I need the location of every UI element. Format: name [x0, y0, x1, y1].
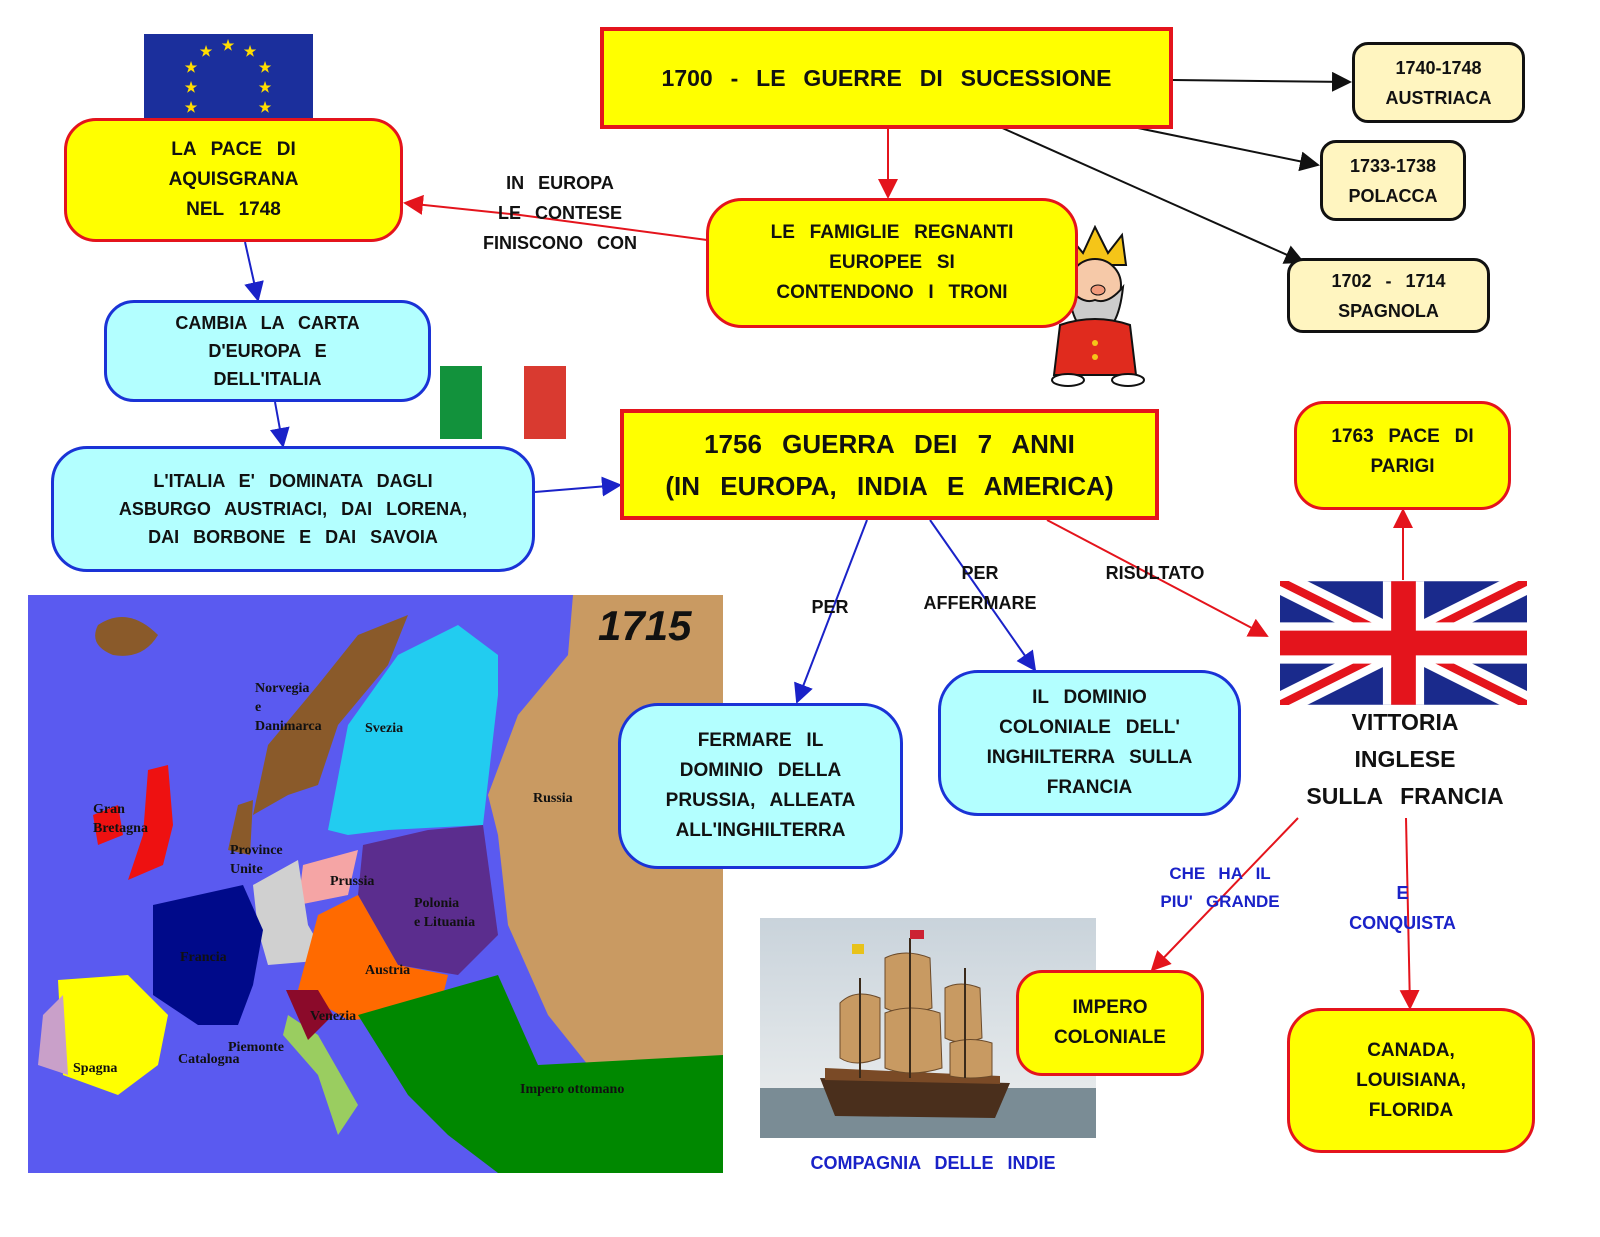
region-portugal	[38, 995, 68, 1075]
map-label: Province	[230, 843, 283, 858]
arrow-to-polacca	[1132, 126, 1320, 172]
arrow-to-cambia	[244, 241, 264, 302]
region-ottoman	[358, 975, 723, 1173]
map-label: e Lituania	[414, 915, 475, 930]
region-sweden	[328, 625, 498, 835]
cambia-carta-box: CAMBIA LA CARTA D'EUROPA E DELL'ITALIA	[104, 300, 431, 402]
map-label: Gran	[93, 802, 125, 817]
region-denmark	[228, 800, 253, 855]
map-label: Francia	[180, 950, 227, 965]
svg-text:★: ★	[222, 37, 235, 53]
link-risultato: RISULTATO	[1105, 563, 1205, 583]
pace-parigi-box: 1763 PACE DI PARIGI	[1294, 401, 1511, 510]
war-name: POLACCA	[1348, 185, 1438, 206]
eu-flag: ★★★★★ ★★★★	[144, 34, 313, 118]
region-norway	[253, 615, 408, 815]
italia-dominata-box: L'ITALIA E' DOMINATA DAGLI ASBURGO AUSTR…	[51, 446, 535, 572]
map-year: 1715	[598, 602, 692, 649]
war-years: 1733-1738	[1349, 155, 1437, 176]
region-iceland	[95, 617, 158, 656]
svg-text:★: ★	[259, 99, 272, 115]
region-france	[153, 885, 263, 1025]
region-uk	[128, 765, 173, 880]
arrow-to-impero	[1150, 817, 1299, 972]
region-venezia	[286, 990, 333, 1040]
link-piu-grande: CHE HA IL PIU' GRANDE	[1160, 864, 1280, 911]
dominio-box: IL DOMINIO COLONIALE DELL' INGHILTERRA S…	[938, 670, 1241, 816]
war-years: 1702 - 1714	[1331, 270, 1446, 291]
italy-flag	[440, 366, 566, 439]
arrow-to-fermare	[794, 519, 868, 704]
title-box-guerre-successione: 1700 - LE GUERRE DI SUCESSIONE	[600, 27, 1173, 129]
arrow-to-sette-anni	[534, 476, 622, 497]
map-label: Impero ottomano	[520, 1082, 624, 1097]
svg-text:★: ★	[200, 43, 213, 59]
region-spain	[58, 975, 168, 1095]
vittoria-inglese: VITTORIA INGLESE SULLA FRANCIA	[1306, 709, 1504, 809]
king-illustration	[1051, 225, 1145, 387]
region-italy	[283, 1015, 358, 1135]
svg-text:★: ★	[185, 99, 198, 115]
region-hre	[253, 860, 328, 965]
map-label: Catalogna	[178, 1052, 239, 1067]
arrow-to-dominio	[929, 519, 1037, 672]
svg-text:★: ★	[259, 79, 272, 95]
svg-text:★: ★	[185, 79, 198, 95]
link-conquista: E CONQUISTA	[1349, 883, 1456, 933]
map-label: Bretagna	[93, 821, 148, 836]
map-label: Prussia	[330, 874, 374, 889]
uk-flag	[1280, 581, 1527, 705]
link-per: PER	[811, 597, 849, 617]
map-label: Austria	[365, 963, 410, 978]
map-label: Piemonte	[228, 1040, 284, 1055]
map-label: Danimarca	[255, 719, 322, 734]
war-name: AUSTRIACA	[1385, 87, 1492, 108]
impero-coloniale-box: IMPERO COLONIALE	[1016, 970, 1204, 1076]
region-ireland	[93, 805, 123, 845]
war-years: 1740-1748	[1395, 57, 1482, 78]
link-contese: IN EUROPA LE CONTESE FINISCONO CON	[482, 173, 637, 253]
map-label: Spagna	[73, 1061, 117, 1076]
svg-text:★: ★	[185, 59, 198, 75]
link-per-affermare: PER AFFERMARE	[923, 563, 1037, 613]
region-prussia	[298, 850, 358, 905]
map-label: Russia	[533, 791, 573, 806]
map-label: Polonia	[414, 896, 459, 911]
region-austria	[298, 895, 448, 1020]
canada-box: CANADA, LOUISIANA, FLORIDA	[1287, 1008, 1535, 1153]
map-label: Venezia	[310, 1009, 356, 1024]
war-name: SPAGNOLA	[1338, 300, 1439, 321]
famiglie-box: LE FAMIGLIE REGNANTI EUROPEE SI CONTENDO…	[706, 198, 1078, 328]
arrow-to-spagnola	[999, 126, 1305, 264]
region-poland	[358, 825, 498, 975]
sette-anni-box: 1756 GUERRA DEI 7 ANNI (IN EUROPA, INDIA…	[620, 409, 1159, 520]
svg-text:★: ★	[259, 59, 272, 75]
europe-1715-map: 1715 Norvegia e Danimarca Svezia Russia …	[28, 595, 723, 1173]
arrow-to-austriaca	[1172, 71, 1352, 92]
arrow-to-pace	[403, 194, 708, 241]
arrow-to-italia	[269, 401, 290, 448]
svg-text:★: ★	[244, 43, 257, 59]
arrow-to-canada	[1399, 817, 1420, 1010]
pace-aquisgrana-box: LA PACE DI AQUISGRANA NEL 1748	[64, 118, 403, 242]
arrow-to-vittoria	[1046, 519, 1269, 637]
map-label: Unite	[230, 862, 263, 877]
map-label: Svezia	[365, 721, 403, 736]
map-label: e	[255, 700, 261, 715]
map-label: Norvegia	[255, 681, 309, 696]
fermare-box: FERMARE IL DOMINIO DELLA PRUSSIA, ALLEAT…	[618, 703, 903, 869]
ship-photo	[760, 918, 1096, 1138]
compagnia-delle-indie: COMPAGNIA DELLE INDIE	[810, 1153, 1056, 1173]
